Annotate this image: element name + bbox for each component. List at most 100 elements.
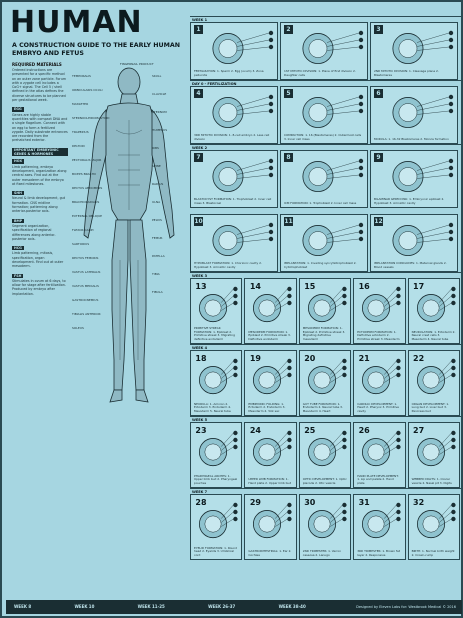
stage-number: 23 [195, 426, 207, 435]
callout-line [326, 110, 360, 115]
callout-line [329, 288, 343, 303]
bone-label: PATELLA [152, 254, 165, 258]
embryo-inner-shape [367, 515, 385, 533]
stage-number: 8 [284, 153, 293, 162]
callout-line [275, 432, 288, 447]
callout-line [326, 160, 360, 171]
callout-line [236, 39, 270, 47]
callout-line [438, 367, 452, 379]
callout-marker [341, 430, 347, 436]
callout-line [326, 103, 360, 111]
callout-line [438, 288, 452, 303]
callout-line [416, 231, 450, 239]
footer-week: WEEK 26-37 [208, 604, 236, 609]
callout-marker [448, 108, 454, 114]
callout-line [275, 288, 288, 303]
footer-week: WEEK 8 [14, 604, 32, 609]
figure-top-label: FINGERNAIL PRODUCT [120, 62, 154, 66]
callout-marker [396, 430, 401, 436]
callout-marker [268, 101, 274, 107]
callout-marker [448, 229, 454, 235]
embryo-inner-shape [367, 443, 385, 461]
stage-number: 17 [413, 282, 425, 291]
week-band: WEEK 3 [190, 272, 462, 278]
week-band: WEEK 5 [190, 416, 462, 422]
embryo-inner-shape [218, 39, 238, 58]
sidebar-section-label: BMP [12, 218, 25, 223]
callout-line [384, 439, 397, 451]
embryo-illustration [416, 502, 456, 539]
callout-line [329, 295, 343, 307]
stage-number: 15 [304, 282, 316, 291]
stage-number: 25 [304, 426, 316, 435]
callout-line [416, 110, 450, 115]
stage-number: 24 [249, 426, 261, 435]
callout-line [438, 518, 452, 527]
callout-line [236, 103, 270, 111]
embryo-inner-shape [313, 515, 331, 533]
callout-line [384, 504, 397, 519]
callout-marker [396, 444, 401, 450]
callout-line [326, 39, 360, 47]
callout-marker [358, 172, 364, 178]
muscle-label: GASTROCNEMIUS [72, 298, 99, 302]
callout-marker [358, 229, 364, 235]
embryo-inner-shape [204, 515, 222, 533]
stage-caption: PHARYNGEAL ARCHES: 1. Upper limb bud 2. … [194, 473, 238, 485]
callout-line [416, 46, 450, 51]
sidebar-section-label: EGG [12, 107, 24, 112]
callout-line [221, 295, 234, 307]
callout-marker [450, 286, 456, 292]
callout-marker [287, 516, 292, 522]
callout-line [416, 160, 450, 171]
stage-caption: CARDIAC DEVELOPMENT: 1. Heart 2. Pharynx… [357, 401, 399, 413]
callout-line [221, 504, 234, 519]
callout-line [236, 110, 270, 115]
embryo-illustration [212, 30, 274, 65]
embryo-inner-shape [204, 443, 222, 461]
bone-label: FEMUR [152, 236, 163, 240]
muscle-label: TEMPORALIS [72, 74, 91, 78]
callout-line [416, 167, 450, 175]
callout-marker [287, 293, 292, 299]
callout-line [329, 367, 343, 379]
muscle-label: MASSETER [72, 102, 89, 106]
embryo-inner-shape [308, 167, 328, 186]
sidebar-section-label: HCG [12, 246, 24, 251]
day-zero-label: DAY 0 - FERTILIZATION [192, 82, 237, 86]
callout-line [329, 446, 343, 455]
page-subtitle: A CONSTRUCTION GUIDE TO THE EARLY HUMAN … [12, 42, 181, 57]
week-band: WEEK 2 [190, 144, 462, 150]
callout-marker [341, 444, 347, 450]
callout-marker [450, 293, 456, 299]
callout-line [438, 446, 452, 455]
stage-caption: COMPACTION: 1. 16 (Blastomeres) 2. Outer… [284, 133, 362, 141]
embryo-illustration [302, 158, 364, 193]
credit-line: Designed by Eleven Labs for: Westbrook M… [356, 605, 456, 609]
stage-caption: UPPER LIMB FORMATION: 1. Hand plate 2. U… [248, 477, 292, 485]
muscle-label: VASTUS LATERALIS [72, 270, 101, 274]
embryo-inner-shape [258, 299, 276, 317]
stage-caption: FERTILIZATION: 1. Sperm 2. Egg (ovum) 3.… [194, 69, 264, 77]
callout-marker [287, 372, 292, 378]
callout-marker [450, 444, 456, 450]
stage-number: 32 [413, 498, 425, 507]
embryo-inner-shape [398, 167, 418, 186]
callout-marker [268, 44, 274, 50]
embryo-inner-shape [218, 231, 238, 250]
sidebar-section-text: Segment organization, specification of r… [12, 223, 56, 241]
embryo-illustration [416, 286, 456, 323]
callout-marker [450, 358, 456, 364]
callout-line [275, 511, 288, 523]
callout-line [384, 360, 397, 375]
callout-marker [287, 358, 292, 364]
callout-line [384, 432, 397, 447]
